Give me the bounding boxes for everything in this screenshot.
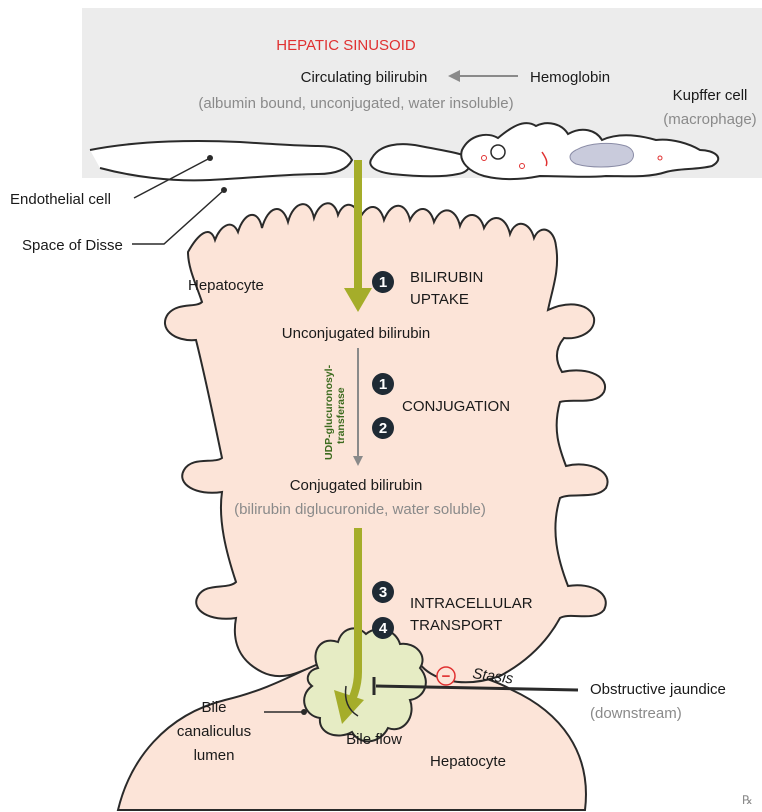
step-number-conjugation-2: 2 — [379, 420, 387, 437]
conjugated-bilirubin-properties: (bilirubin diglucuronide, water soluble) — [234, 501, 486, 518]
enzyme-label-line1: UDP-glucuronosyl- — [323, 364, 335, 460]
step-number-transport-4: 4 — [379, 620, 388, 637]
bile-canaliculus-label-line1: Bile — [201, 699, 226, 716]
circulating-bilirubin-properties: (albumin bound, unconjugated, water inso… — [198, 95, 513, 112]
hepatocyte-upper-label: Hepatocyte — [188, 277, 264, 294]
conjugated-bilirubin-label: Conjugated bilirubin — [290, 477, 423, 494]
transport-label-line1: INTRACELLULAR — [410, 595, 533, 612]
step-number-transport-3: 3 — [379, 584, 387, 601]
uptake-label-line1: BILIRUBIN — [410, 269, 483, 286]
bile-lumen-dot — [301, 709, 307, 715]
conjugation-label: CONJUGATION — [402, 398, 510, 415]
endothelial-dot — [207, 155, 213, 161]
bile-canaliculus-label-line3: lumen — [194, 747, 235, 764]
circulating-bilirubin-label: Circulating bilirubin — [301, 69, 428, 86]
unconjugated-bilirubin-label: Unconjugated bilirubin — [282, 325, 430, 342]
hepatic-sinusoid-title: HEPATIC SINUSOID — [276, 37, 416, 54]
endothelial-cell-lining — [90, 141, 352, 180]
hepatocyte-lower-label: Hepatocyte — [430, 753, 506, 770]
step-number-uptake: 1 — [379, 274, 387, 291]
disse-dot — [221, 187, 227, 193]
obstructive-jaundice-label: Obstructive jaundice — [590, 681, 726, 698]
bile-canaliculus-label-line2: canaliculus — [177, 723, 251, 740]
space-of-disse-label: Space of Disse — [22, 237, 123, 254]
enzyme-label-line2: transferase — [335, 387, 347, 444]
minus-sign: − — [442, 668, 451, 685]
endothelial-cell-label: Endothelial cell — [10, 191, 111, 208]
macrophage-label: (macrophage) — [663, 111, 756, 128]
downstream-label: (downstream) — [590, 705, 682, 722]
hemoglobin-label: Hemoglobin — [530, 69, 610, 86]
step-number-conjugation-1: 1 — [379, 376, 387, 393]
rx-logo: ℞ — [742, 793, 753, 807]
kupffer-cell-label: Kupffer cell — [673, 87, 748, 104]
uptake-label-line2: UPTAKE — [410, 291, 469, 308]
transport-label-line2: TRANSPORT — [410, 617, 502, 634]
bile-flow-label: Bile flow — [346, 731, 402, 748]
